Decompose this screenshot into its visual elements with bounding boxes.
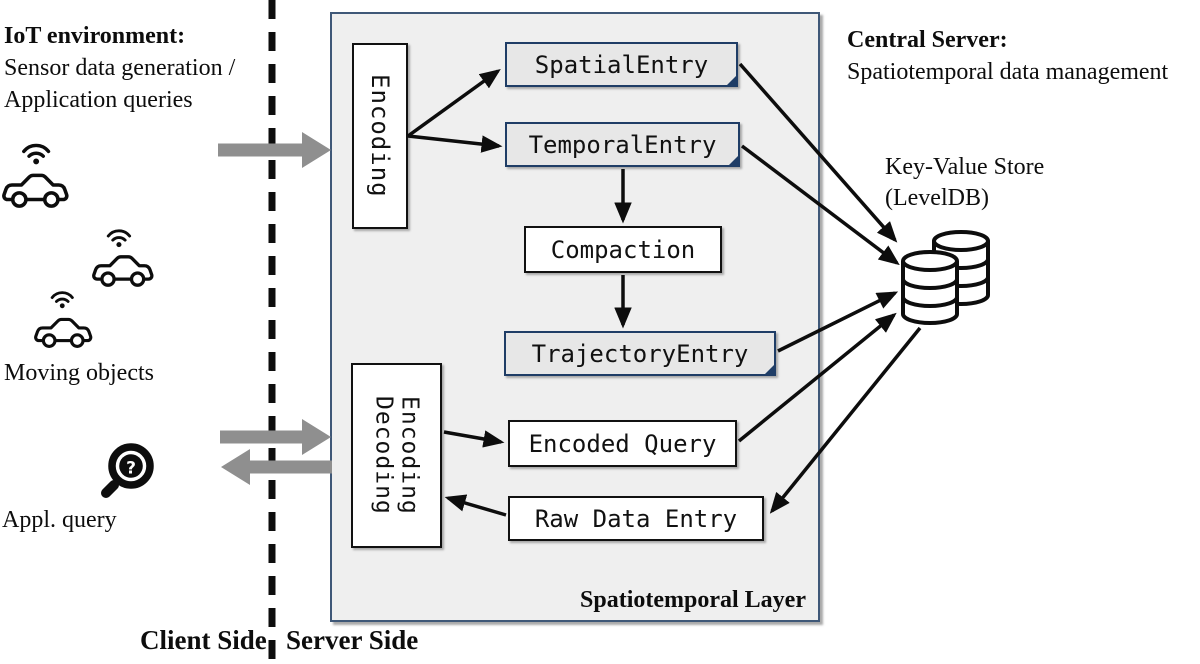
car-with-wifi-icon: [92, 229, 154, 287]
trajectory-entry-label: TrajectoryEntry: [531, 339, 749, 368]
svg-text:?: ?: [126, 459, 136, 479]
encoded-query-label: Encoded Query: [528, 429, 717, 458]
server-side-label: Server Side: [286, 625, 419, 655]
encoding-decoding-label: Encoding Decoding: [371, 396, 423, 515]
magnifier-question-icon: ?: [101, 443, 154, 498]
gray-arrow-right: [220, 419, 331, 455]
folded-corner-icon: [763, 363, 776, 376]
iot-environment-subtitle-2: Application queries: [4, 87, 193, 113]
spatiotemporal-layer-label: Spatiotemporal Layer: [580, 587, 806, 613]
central-server-subtitle: Spatiotemporal data management: [847, 59, 1169, 85]
client-side-label: Client Side: [140, 625, 267, 655]
appl-query-label: Appl. query: [2, 507, 117, 533]
encoding-box: Encoding: [352, 43, 408, 229]
gray-arrow-left: [221, 449, 332, 485]
folded-corner-icon: [727, 154, 740, 167]
temporal-entry-label: TemporalEntry: [528, 130, 717, 159]
encoding-decoding-line1: Encoding: [396, 396, 423, 515]
raw-data-entry-box: Raw Data Entry: [508, 496, 764, 541]
iot-environment-subtitle-1: Sensor data generation /: [4, 55, 236, 81]
kv-store-line1: Key-Value Store: [885, 154, 1045, 180]
raw-data-entry-label: Raw Data Entry: [534, 504, 738, 533]
car-with-wifi-icon: [34, 291, 93, 348]
encoding-decoding-box: Encoding Decoding: [351, 363, 442, 548]
folded-corner-icon: [725, 74, 738, 87]
temporal-entry-box: TemporalEntry: [505, 122, 740, 167]
encoding-box-label: Encoding: [366, 74, 394, 198]
iot-environment-block: IoT environment: Sensor data generation …: [4, 20, 324, 116]
moving-objects-label: Moving objects: [4, 360, 154, 386]
compaction-label: Compaction: [550, 235, 696, 264]
central-server-title: Central Server:: [847, 27, 1008, 53]
gray-arrow-right: [218, 132, 331, 168]
kv-store-label: Key-Value Store (LevelDB): [885, 152, 1044, 214]
kv-store-line2: (LevelDB): [885, 185, 989, 211]
encoded-query-box: Encoded Query: [508, 420, 737, 467]
iot-environment-title: IoT environment:: [4, 23, 186, 49]
car-with-wifi-icon: [2, 143, 69, 208]
compaction-box: Compaction: [524, 226, 722, 273]
database-icon: [901, 230, 990, 325]
spatial-entry-box: SpatialEntry: [505, 42, 738, 87]
encoding-decoding-line2: Decoding: [370, 396, 397, 515]
trajectory-entry-box: TrajectoryEntry: [504, 331, 776, 376]
spatial-entry-label: SpatialEntry: [534, 50, 709, 79]
central-server-block: Central Server: Spatiotemporal data mana…: [847, 24, 1200, 88]
